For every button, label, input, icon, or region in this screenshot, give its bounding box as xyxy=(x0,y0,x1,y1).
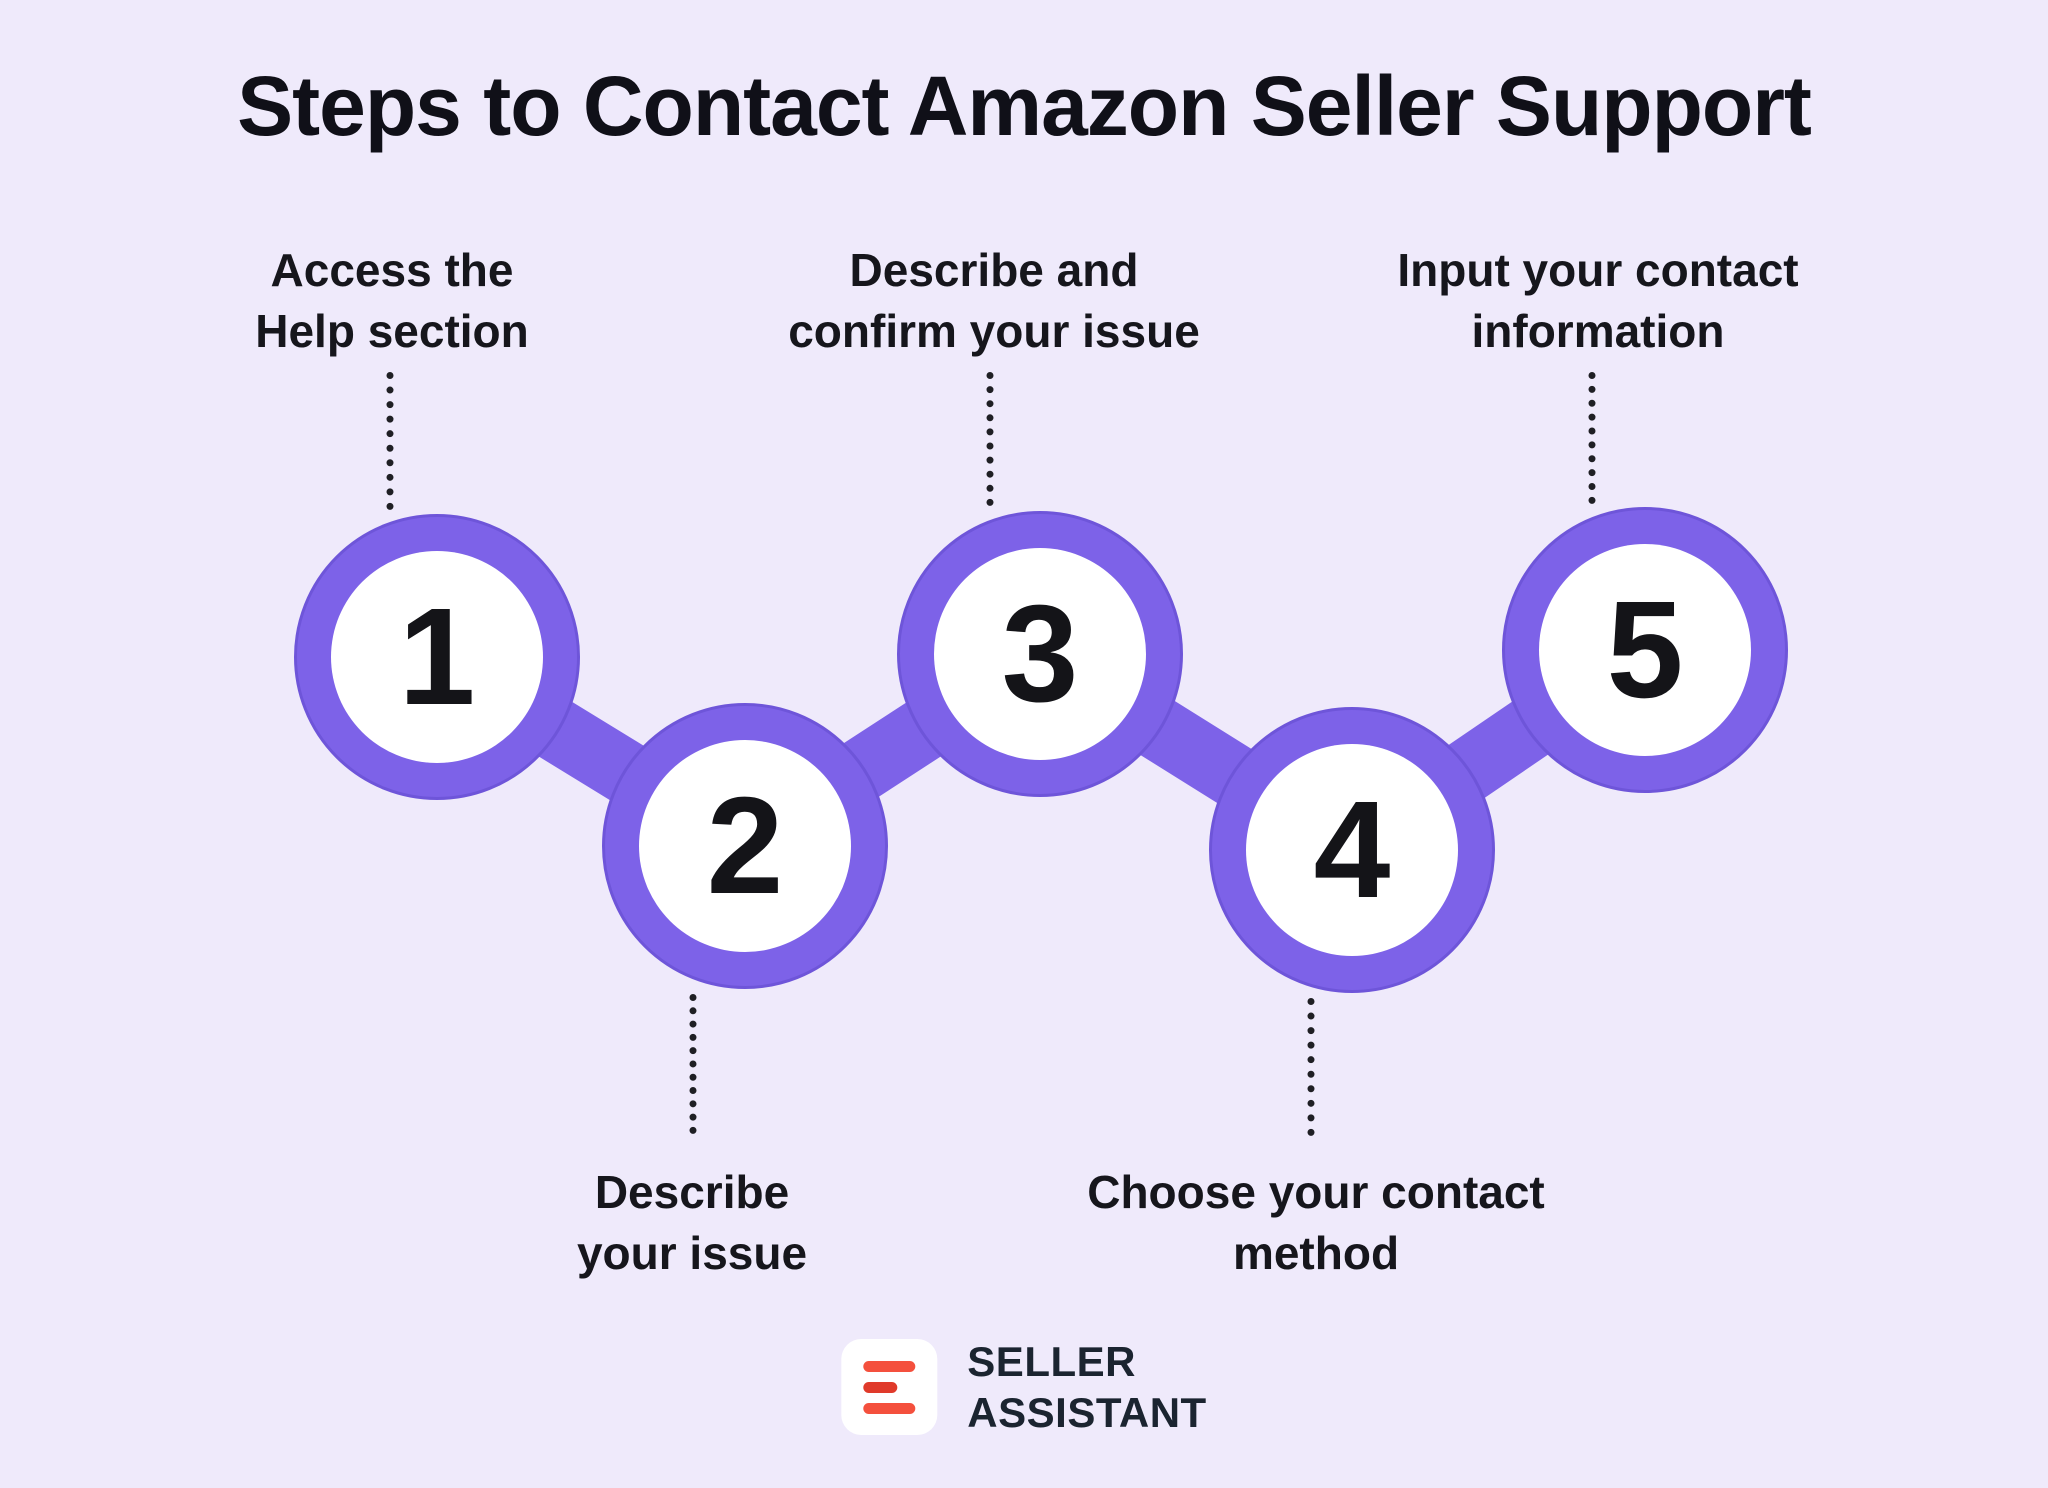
step-circle-3-inner: 3 xyxy=(934,548,1146,760)
dotted-line-2 xyxy=(689,994,697,1134)
step-label-2: Describe your issue xyxy=(576,1166,808,1279)
step-circle-2-inner: 2 xyxy=(639,740,851,952)
step-number-4: 4 xyxy=(1313,773,1391,927)
step-label-1: Access the Help section xyxy=(255,244,529,357)
logo-bar-top xyxy=(863,1360,916,1372)
step-label-4: Choose your contact method xyxy=(1087,1166,1545,1279)
brand-logo-text: SELLER ASSISTANT xyxy=(967,1338,1207,1437)
step-label-5: Input your contact information xyxy=(1397,244,1799,357)
page-title: Steps to Contact Amazon Seller Support xyxy=(237,59,1812,153)
step-circle-1: 1 xyxy=(294,514,580,800)
step-number-2: 2 xyxy=(706,769,784,923)
step-circle-4-inner: 4 xyxy=(1246,744,1458,956)
step-circle-5-inner: 5 xyxy=(1539,544,1751,756)
step-label-3: Describe and confirm your issue xyxy=(788,244,1200,357)
step-circle-5: 5 xyxy=(1502,507,1788,793)
step-circle-2: 2 xyxy=(602,703,888,989)
step-number-1: 1 xyxy=(398,580,476,734)
step-circle-1-inner: 1 xyxy=(331,551,543,763)
brand-logo: SELLER ASSISTANT xyxy=(841,1336,1206,1438)
dotted-line-1 xyxy=(386,372,394,510)
dotted-line-3 xyxy=(986,372,994,506)
step-circle-4: 4 xyxy=(1209,707,1495,993)
dotted-line-5 xyxy=(1588,372,1596,504)
logo-bar-bottom xyxy=(863,1402,916,1414)
step-number-3: 3 xyxy=(1001,577,1079,731)
step-number-5: 5 xyxy=(1606,573,1684,727)
logo-bar-middle xyxy=(863,1381,898,1393)
dotted-line-4 xyxy=(1307,998,1315,1136)
seller-assistant-logo-icon xyxy=(841,1339,938,1436)
step-circle-3: 3 xyxy=(897,511,1183,797)
